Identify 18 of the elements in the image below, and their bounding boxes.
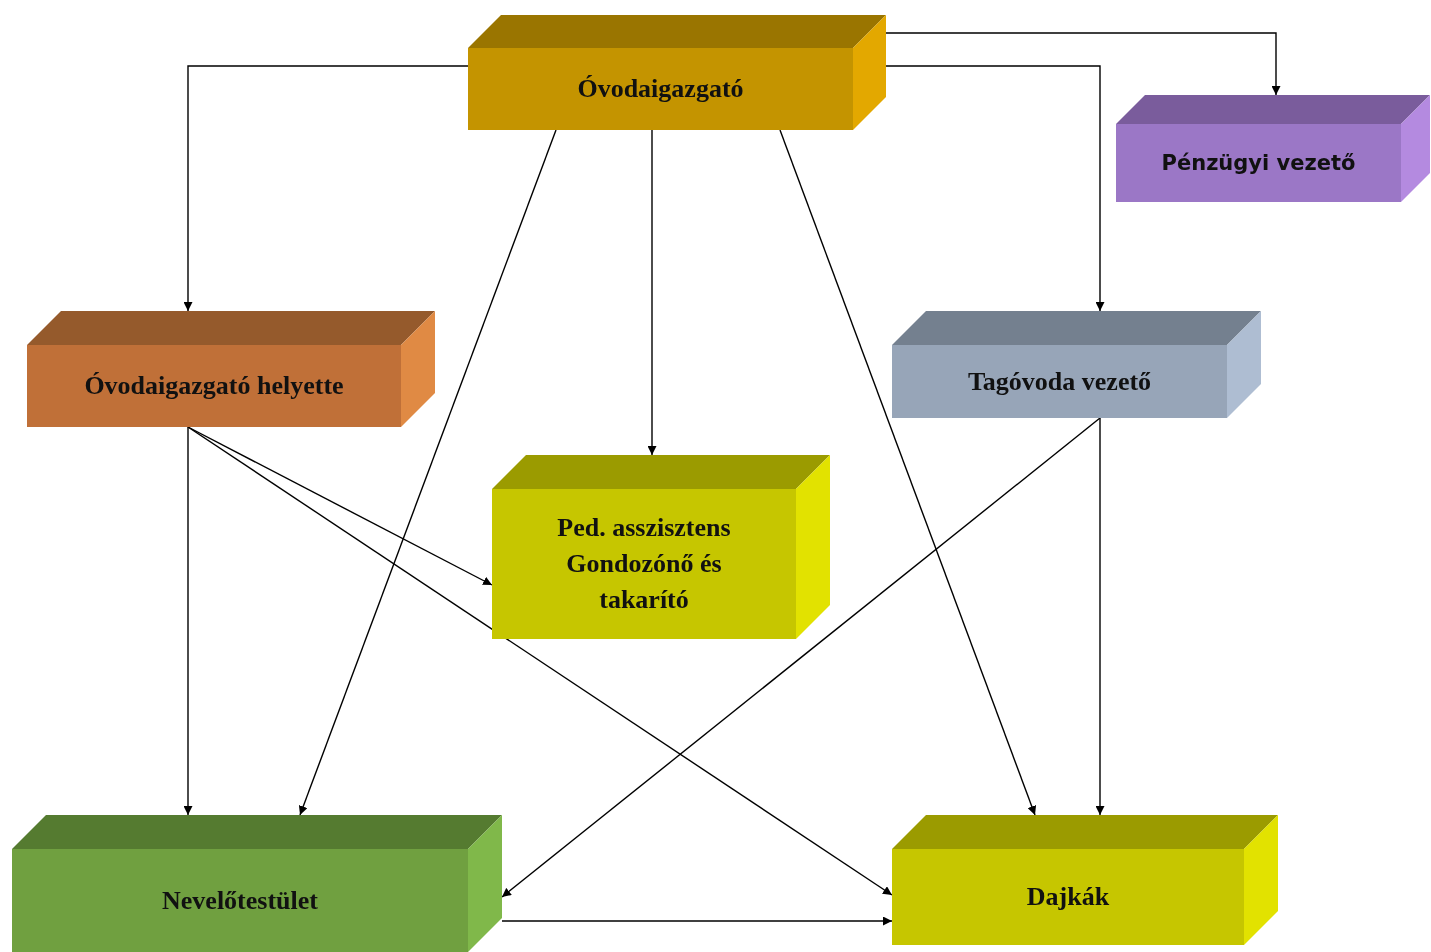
- arrow: [183, 426, 193, 816]
- arrow: [183, 65, 469, 312]
- box-label: Nevelőtestület: [162, 884, 318, 917]
- box-label: Dajkák: [1026, 881, 1110, 914]
- box-label: Óvodaigazgató: [577, 73, 744, 106]
- arrow: [779, 129, 1037, 816]
- box-label: Tagóvoda vezető: [967, 365, 1152, 398]
- arrow: [298, 129, 557, 816]
- arrow: [501, 417, 1101, 898]
- arrow: [501, 916, 893, 926]
- arrow: [647, 129, 657, 456]
- box-label: Ped. asszisztens Gondozónő és takarító: [556, 512, 732, 616]
- arrow: [885, 32, 1281, 96]
- box-label: Óvodaigazgató helyette: [84, 370, 344, 403]
- arrow: [1095, 417, 1105, 816]
- box-label: Pénzügyi vezető: [1161, 149, 1356, 177]
- arrow: [187, 426, 893, 896]
- arrow: [885, 65, 1105, 312]
